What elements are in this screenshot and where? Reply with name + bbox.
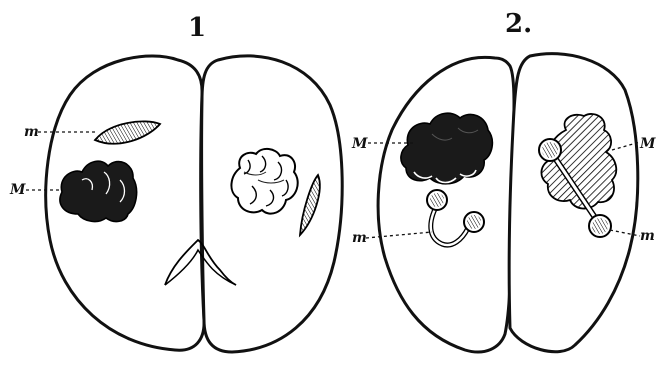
figure-2-label-m-right: m: [640, 228, 655, 244]
figure-2-label-M-right: M: [639, 136, 656, 152]
figure-1: 1 m M: [9, 13, 342, 352]
figure-1-number: 1: [188, 13, 206, 43]
figure-1-label-M: M: [9, 182, 26, 198]
figure-1-label-m: m: [24, 124, 39, 140]
figure-2-label-m-left: m: [352, 230, 367, 246]
figure-2-number: 2.: [505, 9, 532, 39]
figure-2: 2.: [351, 9, 656, 352]
figure-2-label-M-left: M: [351, 136, 368, 152]
